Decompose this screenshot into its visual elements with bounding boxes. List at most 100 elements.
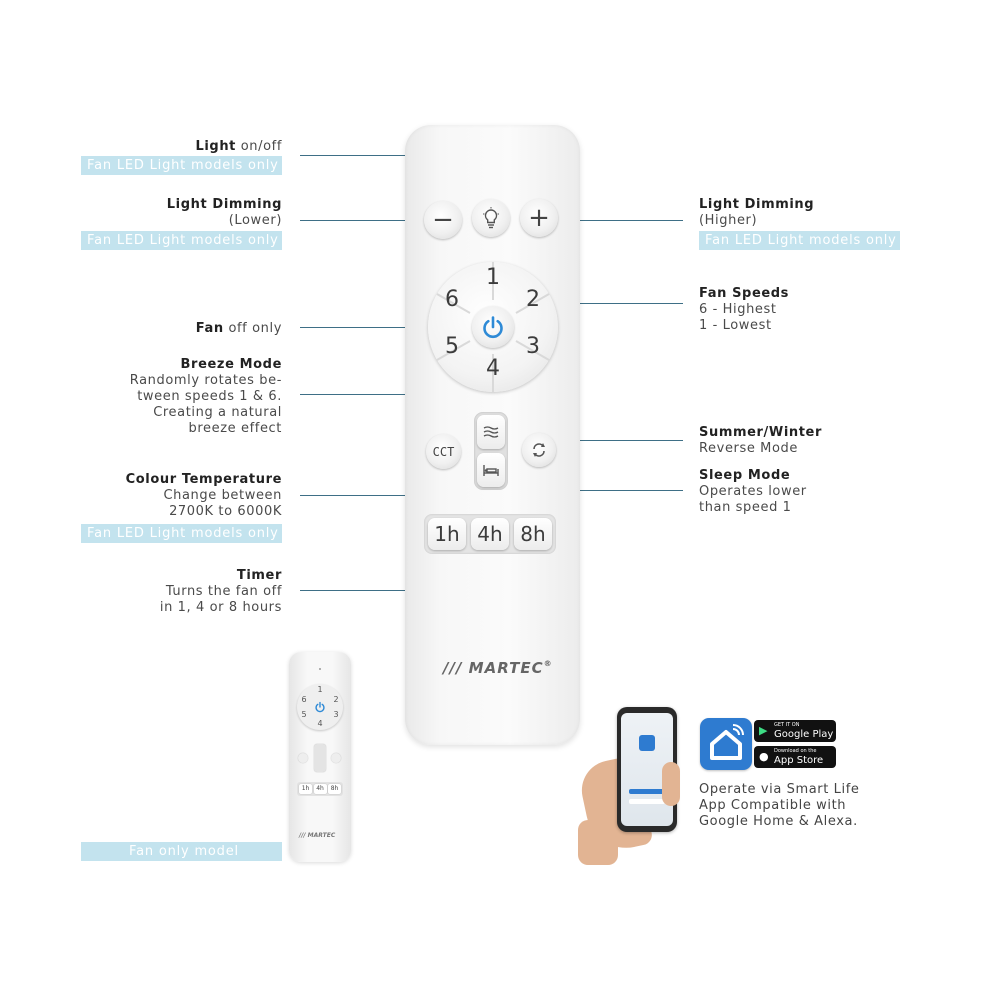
callout-title: Timer [236, 568, 282, 583]
mini-brand: /// MARTEC [299, 832, 335, 839]
timer-1h-button[interactable]: 1h [428, 518, 466, 550]
cct-label: CCT [432, 444, 455, 459]
callout-line: Turns the fan off [165, 584, 282, 599]
callout-sub: (Higher) [699, 213, 758, 228]
callout-line: 1 - Lowest [699, 318, 772, 333]
dim-higher-button[interactable]: + [520, 199, 558, 237]
app-line-2: App Compatible with [699, 798, 847, 813]
power-icon [483, 316, 503, 339]
mini-brand-slashes: /// [299, 832, 306, 839]
hand-thumb [662, 762, 680, 806]
callout-line: in 1, 4 or 8 hours [159, 600, 282, 615]
mini-brand-name: MARTEC [307, 832, 336, 839]
callout-dim-lower: Light Dimming (Lower) [167, 197, 282, 229]
fan-power-button[interactable] [472, 306, 514, 348]
app-line-1: Operate via Smart Life [699, 782, 860, 797]
dim-lower-button[interactable]: − [424, 201, 462, 239]
callout-title: Light [195, 139, 236, 154]
callout-fan-off: Fan off only [196, 321, 282, 337]
band-light-onoff: Fan LED Light models only [81, 156, 282, 175]
speed-6-button[interactable]: 6 [445, 287, 459, 312]
callout-title: Breeze Mode [180, 357, 282, 372]
reverse-mode-button[interactable] [522, 433, 556, 467]
reverse-rotate-icon [533, 443, 545, 457]
brand-registered: ® [543, 659, 553, 668]
callout-line: Reverse Mode [699, 441, 799, 456]
callout-line: Change between [163, 488, 282, 503]
timer-8h-button[interactable]: 8h [514, 518, 552, 550]
speed-5-button[interactable]: 5 [445, 334, 459, 359]
mini-speed-4: 4 [317, 719, 323, 728]
leader-summer-winter [568, 440, 683, 441]
app-line-3: Google Home & Alexa. [699, 814, 858, 829]
callout-breeze: Breeze Mode Randomly rotates be- tween s… [130, 357, 282, 437]
band-fan-only: Fan only model [81, 842, 282, 861]
mini-speed-dial: 1 2 3 4 5 6 [297, 684, 343, 730]
callout-sub: (Lower) [228, 213, 282, 228]
bed-icon [483, 465, 499, 476]
mini-speed-5: 5 [301, 710, 307, 719]
app-description: Operate via Smart Life App Compatible wi… [699, 782, 860, 830]
callout-title: Fan [195, 321, 224, 336]
mini-rocker [314, 744, 326, 772]
callout-summer-winter: Summer/Winter Reverse Mode [699, 425, 822, 457]
plus-icon: + [528, 203, 550, 233]
mini-wind-icon [298, 753, 308, 763]
apple-icon: ● [759, 750, 769, 763]
mini-power-icon [315, 701, 325, 713]
phone-button-secondary [629, 799, 665, 804]
hand-wrist [578, 820, 618, 865]
band-colour-temp: Fan LED Light models only [81, 524, 282, 543]
callout-colour-temp: Colour Temperature Change between 2700K … [126, 472, 282, 520]
lightbulb-icon [483, 207, 499, 229]
app-store-badge[interactable]: ● Download on the App Store [754, 746, 836, 768]
band-dim-lower: Fan LED Light models only [81, 231, 282, 250]
callout-rest: on/off [235, 139, 282, 154]
callout-title: Fan Speeds [699, 286, 790, 301]
app-store-small: Download on the [774, 748, 817, 754]
leader-fan-off [300, 327, 472, 328]
google-play-badge[interactable]: ▶ GET IT ON Google Play [754, 720, 836, 742]
speed-3-button[interactable]: 3 [526, 334, 540, 359]
breeze-sleep-rocker [474, 412, 508, 490]
cct-button[interactable]: CCT [426, 434, 461, 469]
mini-indicator-dot [319, 668, 321, 670]
wind-waves-icon [483, 426, 499, 438]
smartphone [617, 707, 677, 832]
google-play-small: GET IT ON [774, 722, 800, 728]
mini-timer-1h: 1h [299, 784, 312, 794]
callout-line: 2700K to 6000K [169, 504, 282, 519]
mini-speed-1: 1 [317, 685, 323, 694]
speed-2-button[interactable]: 2 [526, 287, 540, 312]
callout-line: Randomly rotates be- [129, 373, 282, 388]
callout-line: 6 - Highest [699, 302, 777, 317]
mini-timer-4h: 4h [313, 784, 327, 794]
leader-fan-speeds [540, 303, 683, 304]
smart-life-app-icon [700, 718, 752, 770]
callout-line: than speed 1 [699, 500, 792, 515]
leader-dim-higher [568, 220, 683, 221]
sleep-mode-button[interactable] [477, 453, 505, 487]
leader-sleep [490, 490, 683, 491]
callout-title: Summer/Winter [699, 425, 822, 440]
smart-home-icon [710, 724, 744, 760]
breeze-mode-button[interactable] [477, 415, 505, 449]
mini-reverse-icon [331, 753, 341, 763]
callout-line: breeze effect [188, 421, 282, 436]
light-toggle-button[interactable] [472, 199, 510, 237]
speed-4-button[interactable]: 4 [486, 356, 500, 381]
app-store-big: App Store [774, 755, 824, 766]
mini-speed-2: 2 [333, 695, 339, 704]
phone-app-icon [639, 735, 655, 751]
callout-title: Light Dimming [699, 197, 815, 212]
leader-breeze [300, 394, 490, 395]
phone-button [629, 789, 665, 794]
brand-name: MARTEC [468, 659, 544, 677]
callout-rest: off only [223, 321, 282, 336]
band-dim-higher: Fan LED Light models only [699, 231, 900, 250]
callout-line: Creating a natural [153, 405, 282, 420]
callout-timer: Timer Turns the fan off in 1, 4 or 8 hou… [160, 568, 282, 616]
timer-4h-button[interactable]: 4h [471, 518, 509, 550]
speed-1-button[interactable]: 1 [486, 265, 500, 290]
callout-line: tween speeds 1 & 6. [137, 389, 282, 404]
